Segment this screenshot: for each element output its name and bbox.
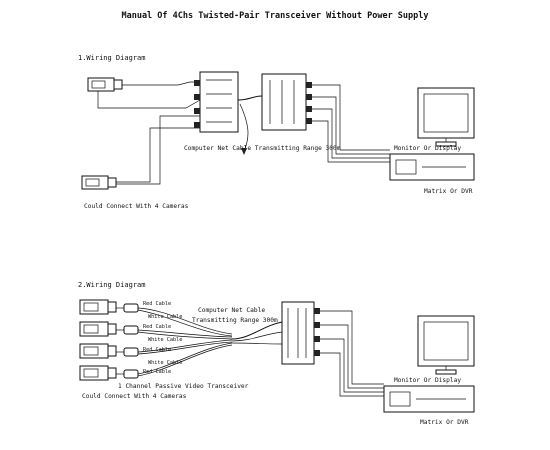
- section2-matrix-label: Matrix Or DVR: [420, 419, 469, 426]
- section1-cable-label: Computer Net Cable Transmitting Range 30…: [184, 145, 341, 152]
- red-cable-label-4: Red Cable: [143, 369, 171, 375]
- monitor-2-icon: [417, 315, 475, 375]
- camera-2-icon: [81, 175, 117, 190]
- white-cable-label-2: White Cable: [148, 337, 182, 343]
- dvr-1-icon: [389, 153, 475, 181]
- section2-cable-label-line1: Computer Net Cable: [198, 307, 265, 314]
- video-output-cables-2: [320, 310, 384, 397]
- twisted-pair-cables: [137, 307, 283, 377]
- red-cable-label-2: Red Cable: [143, 324, 171, 330]
- page-title: Manual Of 4Chs Twisted-Pair Transceiver …: [121, 10, 428, 21]
- white-cable-label-1: White Cable: [148, 314, 182, 320]
- section2-monitor-label: Monitor Or Display: [394, 377, 461, 384]
- section2-transceiver-label: 1 Channel Passive Video Transceiver: [118, 383, 249, 390]
- section1-cameras-note: Could Connect With 4 Cameras: [84, 203, 189, 210]
- red-cable-label-1: Red Cable: [143, 301, 171, 307]
- camera-cables: [97, 81, 201, 185]
- receiver-box-2: [281, 301, 320, 365]
- section1-heading: 1.Wiring Diagram: [78, 54, 145, 62]
- transmitter-box: [194, 71, 239, 133]
- dvr-2-icon: [383, 385, 475, 413]
- video-output-cables-1: [312, 84, 390, 163]
- section1-matrix-label: Matrix Or DVR: [424, 188, 473, 195]
- monitor-1-icon: [417, 87, 475, 147]
- passive-transceiver-icons: [116, 303, 139, 379]
- receiver-box: [261, 73, 312, 131]
- section2-cameras-note: Could Connect With 4 Cameras: [82, 393, 187, 400]
- section1-monitor-label: Monitor Or Display: [394, 145, 461, 152]
- white-cable-label-3: White Cable: [148, 360, 182, 366]
- camera-stack-icon: [79, 299, 117, 381]
- net-cable-1: [237, 95, 263, 155]
- section2-cable-label-line2: Transmitting Range 300m: [192, 317, 278, 324]
- section2-heading: 2.Wiring Diagram: [78, 281, 145, 289]
- camera-1-icon: [87, 77, 123, 95]
